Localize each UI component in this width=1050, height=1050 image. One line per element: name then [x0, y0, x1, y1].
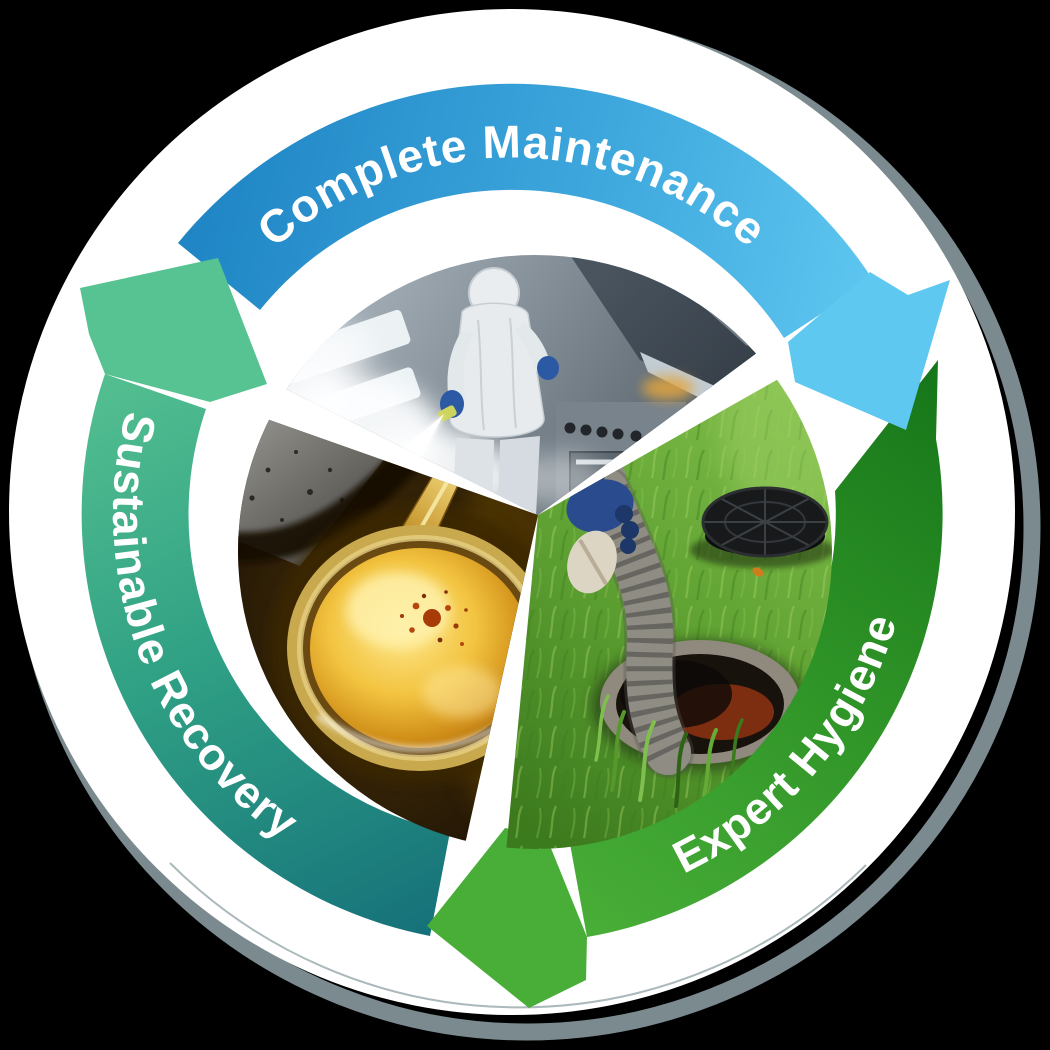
oil-sheen: [346, 572, 450, 648]
arc-expert-hygiene: [568, 360, 943, 937]
spice-specks: [400, 590, 468, 646]
foreground-blades: [594, 694, 744, 808]
ladle-rim-highlight: [297, 535, 538, 761]
arc-complete-maintenance: [178, 83, 873, 339]
drain-cap: [690, 486, 832, 568]
blue-glove-right: [537, 356, 559, 380]
ladle-rim: [287, 525, 538, 771]
rim-hairline: [169, 862, 867, 1009]
arrowhead-complete-maintenance-icon: [788, 272, 950, 430]
cycle-arcs: [80, 83, 950, 1008]
oil-sheen-2: [422, 666, 502, 718]
orange-leaf: [752, 567, 764, 577]
technician-figure: [437, 267, 559, 515]
warm-light-glow: [642, 376, 694, 400]
arc-sustainable-recovery: [81, 374, 451, 936]
sprayer: [437, 405, 457, 422]
arrowhead-expert-hygiene-icon: [427, 828, 587, 1008]
arrowhead-sustainable-recovery-icon: [80, 258, 267, 402]
